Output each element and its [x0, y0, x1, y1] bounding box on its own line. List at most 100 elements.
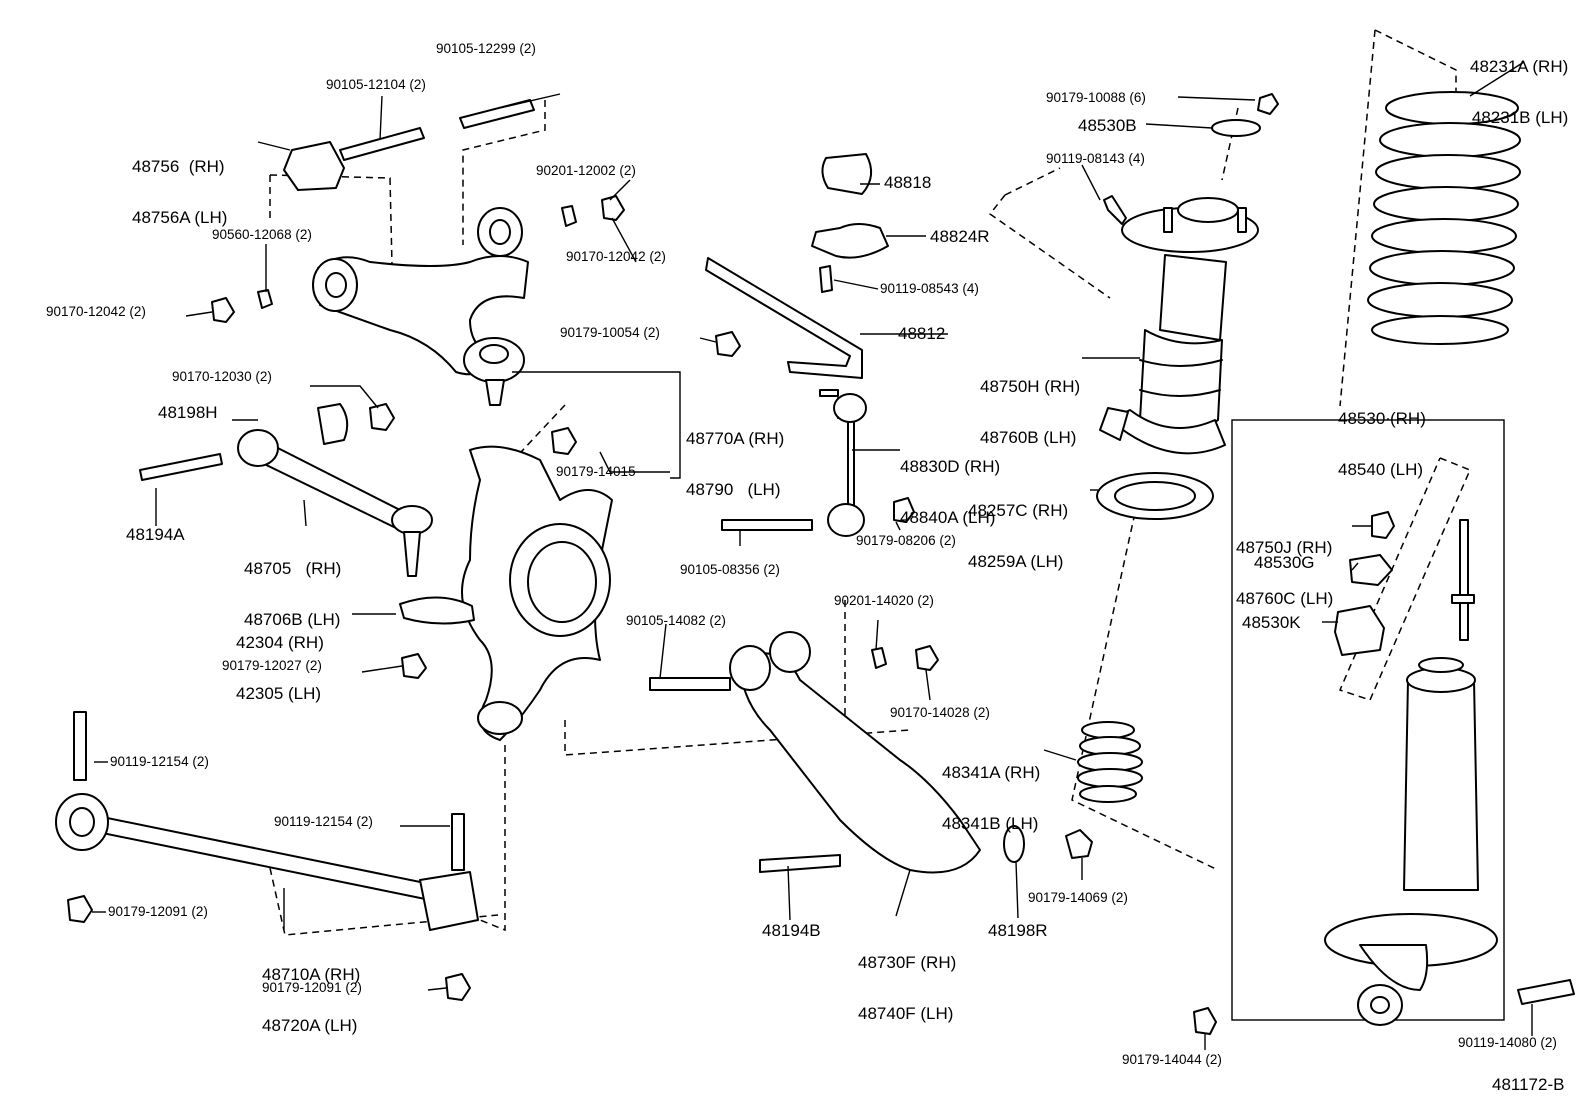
callout-48730f-line2: 48740F (LH): [858, 1004, 954, 1023]
callout-90179-08206: 90179-08206 (2): [856, 533, 956, 548]
callout-90179-14069: 90179-14069 (2): [1028, 890, 1128, 905]
lower-control-arm: [729, 631, 981, 874]
bolt-90119-12154-left: [73, 711, 87, 781]
coil-spring: [1367, 91, 1521, 345]
nut-90179-12027: [401, 653, 427, 679]
shock-absorber: [1324, 519, 1498, 1026]
callout-48257c-line1: 48257C (RH): [968, 501, 1069, 520]
callout-42304-line2: 42305 (LH): [236, 684, 322, 703]
diagram-id: 481172-B: [1492, 1075, 1565, 1094]
bolt-90105-12299: [459, 99, 535, 129]
callout-48198h: 48198H: [158, 403, 218, 422]
callout-90179-14044: 90179-14044 (2): [1122, 1052, 1222, 1067]
callout-48756: 48756 (RH) 48756A (LH): [132, 124, 227, 243]
washer-90560-12068: [257, 289, 273, 309]
callout-48812: 48812: [898, 324, 946, 343]
callout-90119-14080: 90119-14080 (2): [1458, 1035, 1557, 1050]
callout-48756-line1: 48756 (RH): [132, 157, 225, 176]
callout-48530-line1: 48530 (RH): [1338, 409, 1426, 428]
bushing-48198h: [317, 403, 349, 445]
dust-boot: [1077, 721, 1143, 803]
stabilizer-link: [819, 389, 867, 537]
nut-90179-08206: [893, 497, 915, 523]
nut-48750j: [1371, 511, 1395, 539]
callout-90119-12154-right: 90119-12154 (2): [274, 814, 373, 829]
callout-90179-12027: 90179-12027 (2): [222, 658, 322, 673]
bolt-90119-12154-right: [451, 813, 465, 871]
steering-knuckle: [399, 445, 613, 741]
callout-90105-14082: 90105-14082 (2): [626, 613, 726, 628]
washer-90201-12002: [561, 205, 577, 227]
callout-48530g: 48530G: [1254, 553, 1315, 572]
callout-42304: 42304 (RH) 42305 (LH): [236, 600, 324, 719]
callout-48830d-line1: 48830D (RH): [900, 457, 1001, 476]
nut-90170-12042-left: [211, 297, 235, 323]
callout-48705-line2: 48706B (LH): [244, 610, 341, 629]
callout-48730f-line1: 48730F (RH): [858, 953, 957, 972]
callout-48194b: 48194B: [762, 921, 821, 940]
nut-90179-14044: [1193, 1007, 1217, 1035]
callout-48830d-line2: 48840A (LH): [900, 508, 996, 527]
callout-48341a-line2: 48341B (LH): [942, 814, 1039, 833]
callout-90179-12091-left: 90179-12091 (2): [108, 904, 208, 919]
bolt-90105-08356: [721, 519, 813, 531]
callout-48530: 48530 (RH) 48540 (LH): [1338, 376, 1426, 495]
washer-48530b: [1211, 119, 1261, 137]
spring-insulator-inner: [1114, 481, 1196, 511]
stabilizer-bar: [705, 257, 863, 379]
callout-48530b: 48530B: [1078, 116, 1137, 135]
callout-90119-08143: 90119-08143 (4): [1046, 151, 1145, 166]
nut-90170-14028: [915, 645, 939, 671]
callout-48730f: 48730F (RH) 48740F (LH): [858, 920, 956, 1039]
nut-90179-14015: [551, 427, 577, 455]
callout-48830d: 48830D (RH) 48840A (LH): [900, 424, 1000, 543]
nut-90179-12091-right: [445, 973, 471, 1001]
upper-control-arm: [312, 207, 529, 406]
callout-48705-line1: 48705 (RH): [244, 559, 342, 578]
callout-90179-10088: 90179-10088 (6): [1046, 90, 1146, 105]
callout-90170-12042-right: 90170-12042 (2): [566, 249, 666, 264]
toe-control-arm: [237, 429, 433, 577]
bolt-90119-14080: [1517, 979, 1575, 1005]
callout-48194a: 48194A: [126, 525, 185, 544]
bushing-48756: [283, 141, 345, 191]
callout-48770a-line2: 48790 (LH): [686, 480, 781, 499]
callout-90119-08543: 90119-08543 (4): [880, 281, 979, 296]
bound-stopper-48530g: [1349, 554, 1393, 586]
callout-90105-08356: 90105-08356 (2): [680, 562, 780, 577]
callout-48824r: 48824R: [930, 227, 990, 246]
nut-90170-12030: [369, 403, 395, 431]
rear-lower-arm: [55, 793, 479, 931]
nut-90179-12091-left: [67, 895, 93, 923]
bolt-90105-12104: [339, 127, 425, 161]
stabilizer-bushing-48818: [821, 153, 873, 195]
callout-90201-12002: 90201-12002 (2): [536, 163, 636, 178]
callout-48750h-line1: 48750H (RH): [980, 377, 1081, 396]
callout-90560-12068: 90560-12068 (2): [212, 227, 312, 242]
callout-48341a-line1: 48341A (RH): [942, 763, 1041, 782]
callout-48818: 48818: [884, 173, 932, 192]
bolt-90119-08143: [1103, 195, 1127, 225]
bushing-48198r: [1003, 825, 1025, 863]
callout-48257c-line2: 48259A (LH): [968, 552, 1064, 571]
callout-48756-line2: 48756A (LH): [132, 208, 228, 227]
callout-90201-14020: 90201-14020 (2): [834, 593, 934, 608]
callout-90179-12091-right: 90179-12091 (2): [262, 980, 362, 995]
callout-48770a: 48770A (RH) 48790 (LH): [686, 396, 784, 515]
callout-48750h: 48750H (RH) 48760B (LH): [980, 344, 1080, 463]
callout-48710a-line2: 48720A (LH): [262, 1016, 358, 1035]
callout-42304-line1: 42304 (RH): [236, 633, 324, 652]
upper-support: [1099, 197, 1259, 455]
nut-90179-10088: [1257, 93, 1279, 115]
bolt-90119-08543: [819, 265, 833, 293]
callout-48750h-line2: 48760B (LH): [980, 428, 1077, 447]
callout-48710a-line1: 48710A (RH): [262, 965, 361, 984]
callout-48750j: 48750J (RH) 48760C (LH): [1236, 505, 1333, 624]
bound-stopper-48530k: [1334, 605, 1385, 656]
callout-48231-line2: 48231B (LH): [1471, 108, 1569, 127]
bushing-bracket-48824r: [811, 223, 889, 259]
nut-90179-14069: [1065, 829, 1093, 859]
callout-90105-12299: 90105-12299 (2): [436, 41, 536, 56]
callout-48770a-line1: 48770A (RH): [686, 429, 785, 448]
